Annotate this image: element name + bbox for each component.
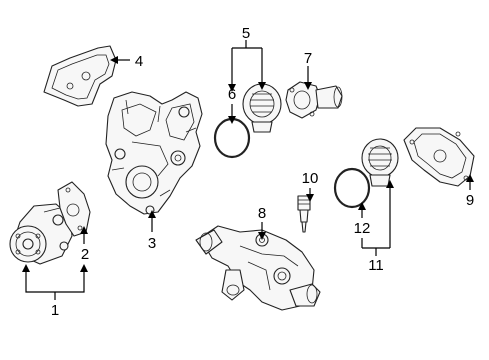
callout-10: 10	[302, 170, 319, 187]
callout-9: 9	[466, 192, 474, 209]
callout-7: 7	[304, 50, 312, 67]
thermostat-housing-8	[195, 225, 321, 311]
callout-3: 3	[148, 235, 156, 252]
callout-12: 12	[354, 220, 371, 237]
housing-3	[105, 91, 203, 215]
callout-2: 2	[81, 246, 89, 263]
temp-sensor-10	[297, 195, 311, 233]
callout-11: 11	[368, 257, 384, 274]
leader-lines	[25, 40, 471, 300]
gasket-4	[43, 45, 117, 107]
thermostat-housing-7	[285, 81, 343, 119]
o-ring-6	[213, 117, 251, 159]
thermostat-11	[361, 138, 399, 187]
gasket-9	[403, 127, 475, 187]
o-ring-12	[333, 167, 371, 209]
arrowheads	[22, 56, 474, 272]
thermostat-5	[242, 83, 282, 133]
water-pump-1	[9, 203, 73, 265]
callout-8: 8	[258, 205, 266, 222]
callout-6: 6	[228, 86, 236, 103]
callout-5: 5	[242, 25, 250, 42]
callout-1: 1	[51, 302, 59, 319]
callout-4: 4	[135, 53, 143, 70]
